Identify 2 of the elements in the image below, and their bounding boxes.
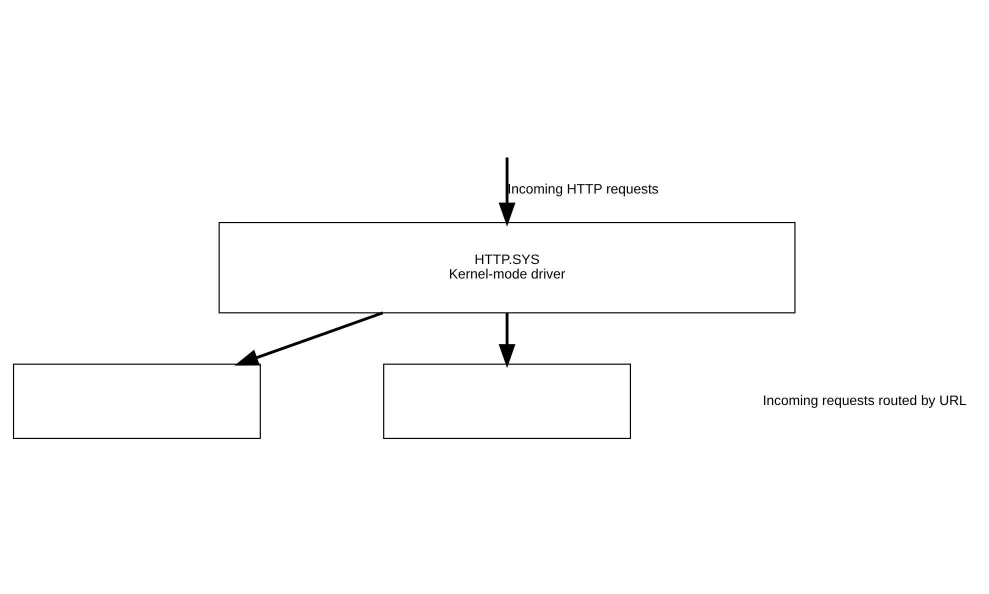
edge-label: Incoming HTTP requests — [507, 180, 659, 196]
label: Incoming requests routed by URL — [762, 392, 967, 408]
